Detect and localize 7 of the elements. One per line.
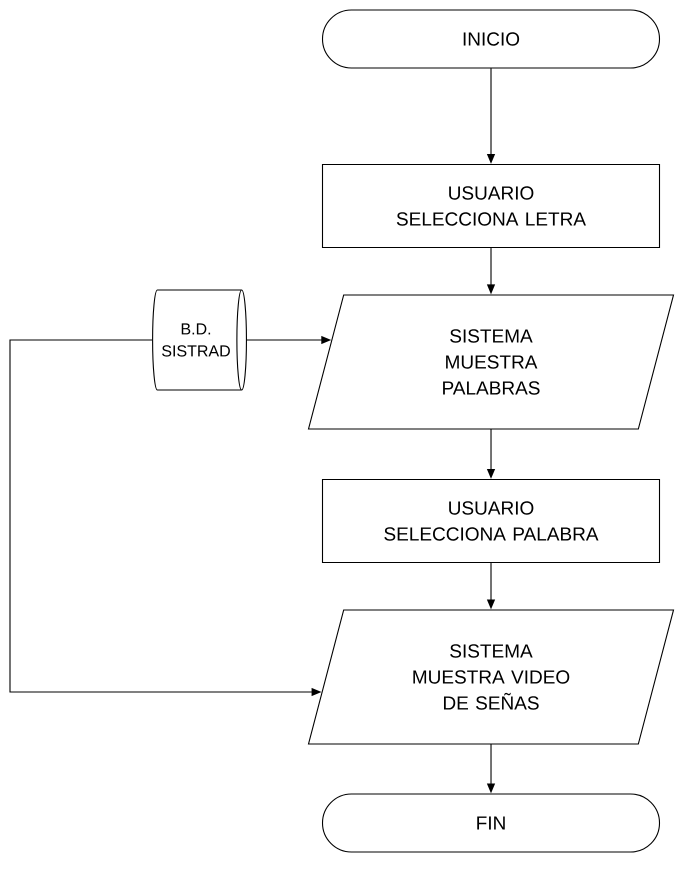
data-parallelogram: SISTEMA MUESTRA VIDEO DE SEÑAS [308, 609, 674, 745]
process-box: USUARIO SELECCIONA LETRA [322, 164, 660, 248]
terminal-box: INICIO [322, 9, 660, 69]
terminal-box: FIN [322, 793, 660, 853]
data-parallelogram: SISTEMA MUESTRA PALABRAS [308, 294, 674, 430]
database-cylinder: B.D. SISTRAD [152, 289, 247, 391]
process-box: USUARIO SELECCIONA PALABRA [322, 478, 660, 564]
